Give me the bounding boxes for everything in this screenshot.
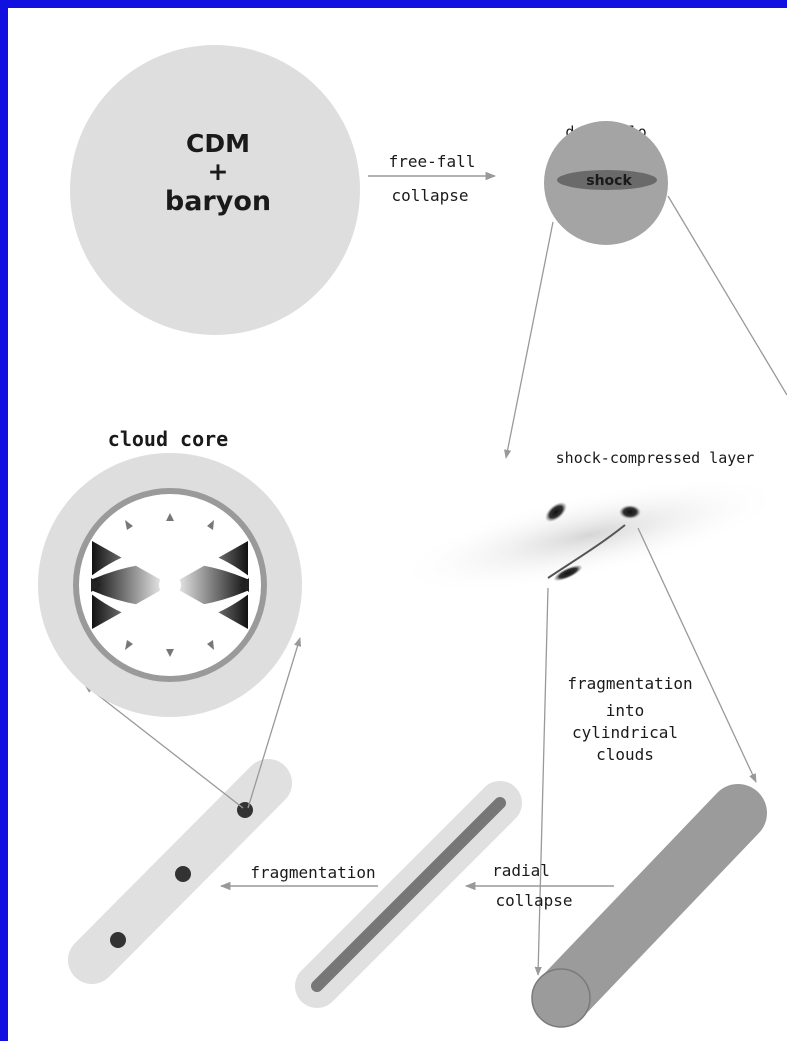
frag-cyl-label-1: fragmentation [567, 674, 692, 693]
shock-layer-label: shock-compressed layer [556, 449, 755, 467]
collapse-label: collapse [391, 186, 468, 205]
core-dot-2 [175, 866, 191, 882]
filament-core [317, 803, 500, 986]
halo-to-layer-arrow-left [506, 222, 553, 458]
fragmented-cylinder [92, 783, 268, 960]
freefall-label: free-fall [389, 152, 476, 171]
frag-cyl-label-4: clouds [596, 745, 654, 764]
plus-label: + [208, 157, 229, 186]
fragmentation-group: fragmentation [221, 863, 378, 886]
baryon-label: baryon [165, 186, 271, 217]
frag-cyl-label-2: into [606, 701, 645, 720]
halo-to-layer-line-right [668, 196, 787, 395]
core-dot-1 [110, 932, 126, 948]
collapse2-label: collapse [495, 891, 572, 910]
layer-to-cylinder-arrow-right [638, 528, 756, 782]
cdm-label: CDM [186, 129, 250, 158]
cloud-core: cloud core [38, 427, 302, 717]
layer-haze [386, 452, 787, 617]
cylindrical-cloud [532, 813, 738, 1027]
shock-label: shock [586, 173, 632, 189]
cloud-core-label: cloud core [108, 427, 228, 451]
radial-label: radial [492, 861, 550, 880]
freefall-arrow-group: free-fall collapse [368, 152, 495, 205]
cdm-baryon-sphere: CDM + baryon [70, 45, 360, 335]
dense-clump-2 [619, 505, 641, 519]
radial-collapse-group: radial collapse [466, 861, 614, 910]
collapsed-filament [317, 803, 500, 986]
shock-compressed-layer: shock-compressed layer [386, 449, 787, 618]
core-center [159, 574, 181, 596]
fragmentation-into-cylinders: fragmentation into cylindrical clouds [567, 674, 692, 764]
frag-cyl-label-3: cylindrical [572, 723, 678, 742]
cylinder-body [561, 813, 738, 998]
layer-to-cylinder-arrow-left [538, 588, 548, 975]
fragmentation-label: fragmentation [250, 863, 375, 882]
dark-halo: dark halo shock [544, 121, 668, 245]
